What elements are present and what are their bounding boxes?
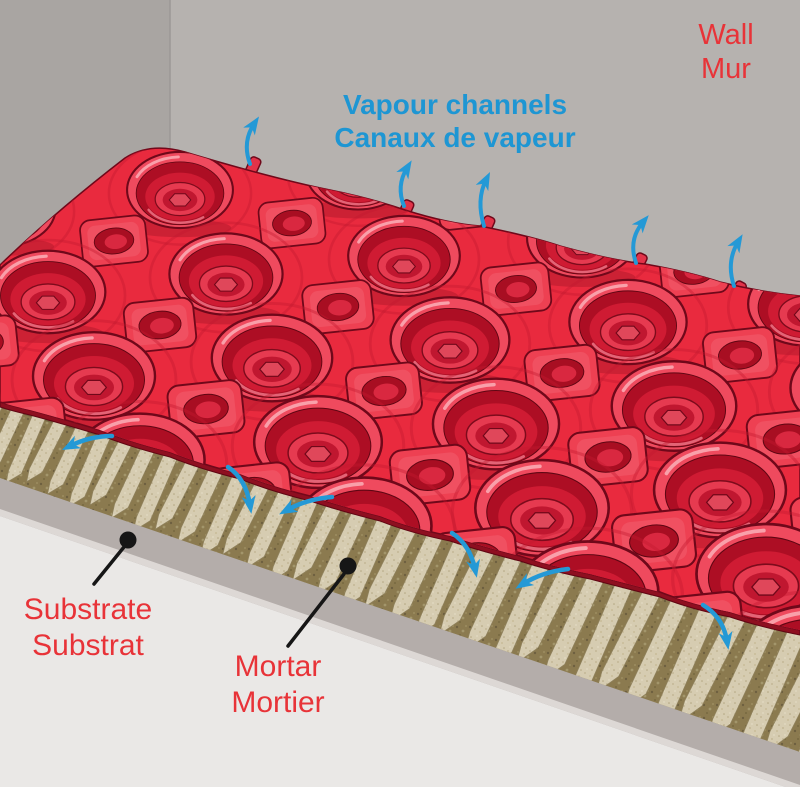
vapour-channels-label-fr: Canaux de vapeur: [334, 122, 576, 153]
membrane-cup: [711, 589, 800, 630]
membrane-stud: [702, 326, 778, 384]
wall-label-en: Wall: [698, 19, 754, 51]
membrane-stud: [745, 408, 800, 470]
membrane-stud: [345, 361, 423, 421]
membrane-stud: [0, 314, 20, 372]
membrane-stud: [166, 379, 246, 439]
substrate-label-fr: Substrat: [32, 629, 144, 662]
vapour-channels-label: Vapour channels Canaux de vapeur: [301, 88, 609, 154]
substrate-pointer: [92, 531, 137, 586]
membrane-stud: [79, 214, 149, 268]
membrane-cup: [10, 319, 178, 441]
vapour-channels-label-en: Vapour channels: [342, 89, 568, 120]
vapour-arrows: [243, 116, 743, 288]
membrane-stud: [567, 426, 649, 488]
wall-label: Wall Mur: [626, 18, 800, 86]
membrane-stud: [523, 343, 601, 403]
substrate-label-en: Substrate: [23, 593, 153, 626]
wall-label-fr: Mur: [701, 53, 751, 85]
mortar-pointer: [286, 557, 357, 648]
mortar-label-en: Mortar: [234, 650, 322, 683]
membrane-cup: [107, 148, 253, 246]
membrane-cup: [629, 428, 800, 560]
membrane-cup: [0, 238, 127, 353]
membrane-cup: [767, 330, 800, 453]
membrane-cup: [327, 204, 481, 315]
mortar-channel-arrows: [61, 433, 733, 650]
membrane-stud: [301, 279, 375, 335]
mortar-label: Mortar Mortier: [178, 649, 378, 721]
substrate-label: Substrate Substrat: [1, 592, 175, 664]
membrane-stud: [122, 296, 198, 354]
mortar-label-fr: Mortier: [231, 686, 325, 719]
membrane-cup: [368, 284, 532, 403]
membrane-cup: [189, 302, 355, 422]
membrane-stud: [257, 196, 327, 250]
membrane-stud: [479, 261, 553, 317]
